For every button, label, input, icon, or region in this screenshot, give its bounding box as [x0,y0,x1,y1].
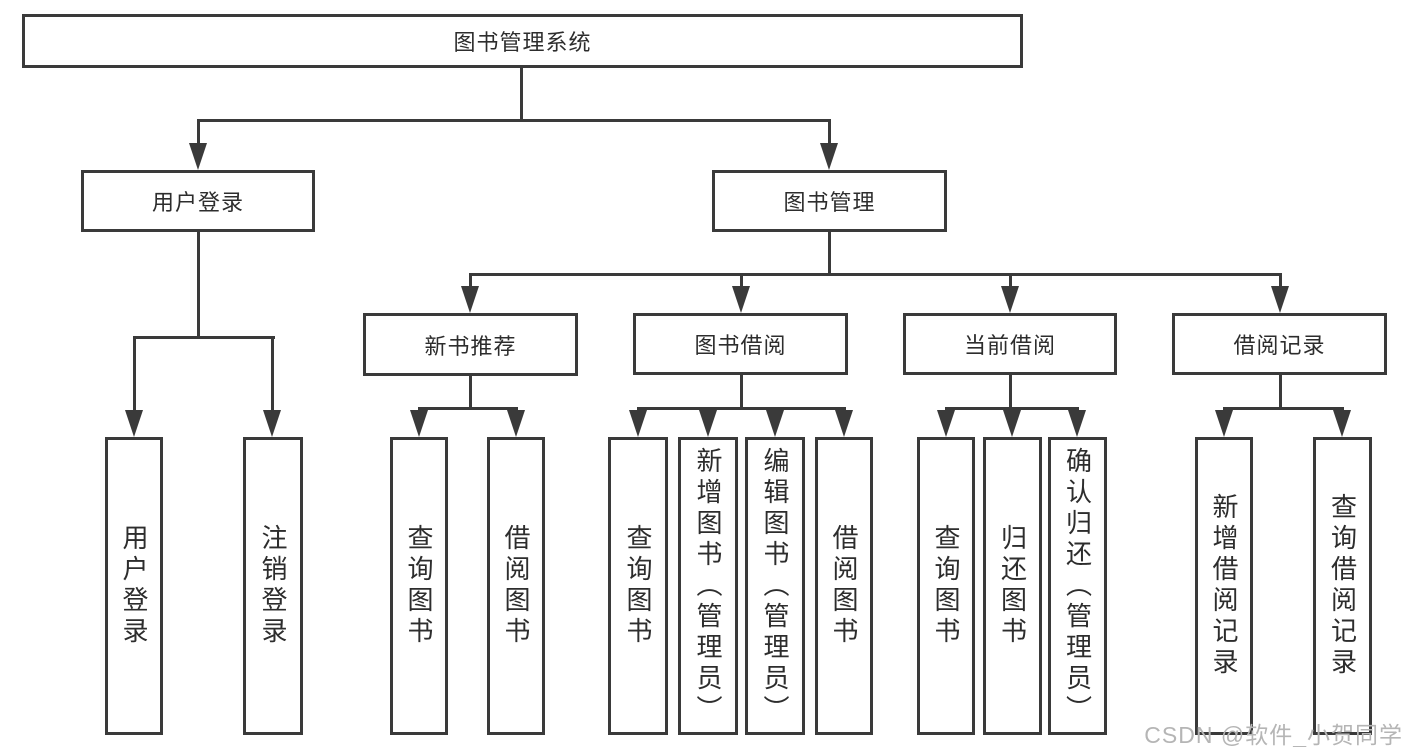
connector-line [828,232,831,273]
leaf-label: 查询图书 [404,524,434,648]
connector-line [197,119,831,122]
arrow-down-icon [410,410,428,437]
node-book-mgmt: 图书管理 [712,170,947,232]
leaf-label: 查询借阅记录 [1327,493,1358,679]
connector-line [1279,375,1282,407]
node-borrow-records-label: 借阅记录 [1233,333,1326,358]
arrow-down-icon [1001,286,1019,313]
leaf-current-confirm: 确认归还（管理员） [1048,437,1107,735]
connector-line [1223,407,1344,410]
node-root-label: 图书管理系统 [453,30,592,55]
connector-line [418,407,518,410]
leaf-current-return: 归还图书 [983,437,1042,735]
arrow-down-icon [699,410,717,437]
arrow-down-icon [125,410,143,437]
leaf-current-query: 查询图书 [917,437,975,735]
node-book-mgmt-label: 图书管理 [783,190,876,215]
leaf-newbooks-query: 查询图书 [390,437,448,735]
node-user-login: 用户登录 [81,170,315,232]
leaf-label: 查询图书 [623,524,653,648]
connector-line [520,68,523,119]
leaf-label: 借阅图书 [829,524,859,648]
arrow-down-icon [766,410,784,437]
node-new-books-label: 新书推荐 [424,333,517,359]
node-borrow-records: 借阅记录 [1172,313,1387,375]
csdn-watermark: CSDN @软件_小贺同学 [1144,722,1403,747]
connector-line [469,376,472,407]
arrow-down-icon [820,143,838,170]
leaf-label: 新增图书（管理员） [693,446,723,726]
connector-line [469,273,472,289]
node-new-books: 新书推荐 [363,313,578,376]
leaf-label: 归还图书 [997,524,1028,648]
arrow-down-icon [461,286,479,313]
arrow-down-icon [629,410,647,437]
leaf-borrowing-borrow: 借阅图书 [815,437,873,735]
leaf-newbooks-borrow: 借阅图书 [487,437,545,735]
node-current-borrow: 当前借阅 [903,313,1117,375]
leaf-records-query: 查询借阅记录 [1313,437,1372,735]
arrow-down-icon [1068,410,1086,437]
arrow-down-icon [1271,286,1289,313]
leaf-borrowing-edit: 编辑图书（管理员） [745,437,805,735]
leaf-label: 确认归还（管理员） [1062,446,1093,726]
connector-line [133,336,275,339]
connector-line [637,407,846,410]
leaf-label: 用户登录 [119,524,149,648]
leaf-label: 注销登录 [258,524,288,648]
node-borrowing-label: 图书借阅 [694,333,787,358]
arrow-down-icon [1003,410,1021,437]
connector-line [1009,273,1012,289]
arrow-down-icon [937,410,955,437]
connector-line [271,336,274,412]
node-user-login-label: 用户登录 [151,190,244,215]
connector-line [133,336,136,412]
connector-line [197,119,200,146]
arrow-down-icon [732,286,750,313]
node-current-borrow-label: 当前借阅 [963,333,1056,358]
connector-line [1279,273,1282,289]
connector-line [828,119,831,146]
node-borrowing: 图书借阅 [633,313,848,375]
arrow-down-icon [507,410,525,437]
leaf-user-login: 用户登录 [105,437,163,735]
arrow-down-icon [835,410,853,437]
leaf-label: 编辑图书（管理员） [760,446,790,726]
leaf-borrowing-query: 查询图书 [608,437,668,735]
connector-line [1009,375,1012,407]
leaf-records-add: 新增借阅记录 [1195,437,1253,735]
arrow-down-icon [189,143,207,170]
connector-line [740,273,743,289]
node-root: 图书管理系统 [22,14,1023,68]
connector-line [740,375,743,407]
leaf-label: 查询图书 [931,524,961,648]
connector-line [197,232,200,336]
connector-line [469,273,1282,276]
arrow-down-icon [1333,410,1351,437]
arrow-down-icon [263,410,281,437]
arrow-down-icon [1215,410,1233,437]
leaf-label: 新增借阅记录 [1209,493,1239,679]
leaf-borrowing-add: 新增图书（管理员） [678,437,738,735]
leaf-label: 借阅图书 [501,524,531,648]
leaf-logout: 注销登录 [243,437,303,735]
